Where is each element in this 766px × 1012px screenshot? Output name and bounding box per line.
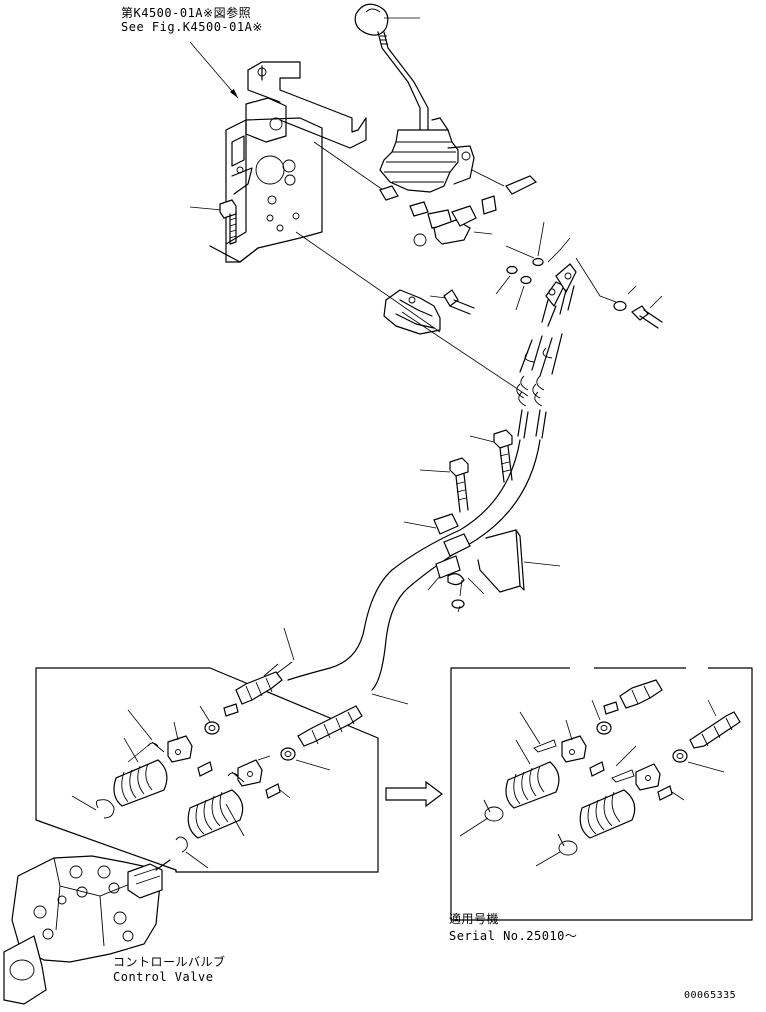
drawing-number: 00065335 bbox=[684, 990, 737, 1001]
rubber-boot-right-1 bbox=[505, 739, 560, 809]
frame-bolt bbox=[189, 199, 237, 245]
cable-bracket-bolts bbox=[419, 429, 513, 513]
cable-support-bracket bbox=[403, 521, 561, 597]
rod-end-cluster bbox=[495, 221, 663, 329]
transition-arrow bbox=[385, 780, 443, 808]
rubber-boot-left-2 bbox=[187, 789, 245, 839]
serial-label-jp: 適用号機 bbox=[449, 912, 500, 926]
pivot-pin bbox=[471, 169, 538, 195]
reference-label-en: See Fig.K4500-01A※ bbox=[121, 20, 263, 34]
reference-label-jp: 第K4500-01A※図参照 bbox=[121, 6, 252, 20]
lever-linkage bbox=[379, 185, 497, 247]
reference-leader bbox=[189, 41, 239, 99]
detail-box-right bbox=[450, 664, 753, 921]
valve-label-jp: コントロールバルブ bbox=[113, 955, 226, 969]
serial-label-en: Serial No.25010～ bbox=[449, 929, 578, 943]
cable-bracket-upper bbox=[383, 289, 475, 335]
console-frame bbox=[209, 61, 367, 263]
detail-box-left bbox=[35, 627, 409, 873]
valve-label-en: Control Valve bbox=[113, 970, 214, 984]
control-valve bbox=[3, 855, 171, 1005]
rubber-boot-left-1 bbox=[113, 737, 168, 807]
control-cables bbox=[287, 333, 563, 691]
rubber-boot-right-2 bbox=[579, 789, 636, 839]
shift-lever bbox=[354, 3, 475, 193]
nut bbox=[451, 599, 465, 613]
